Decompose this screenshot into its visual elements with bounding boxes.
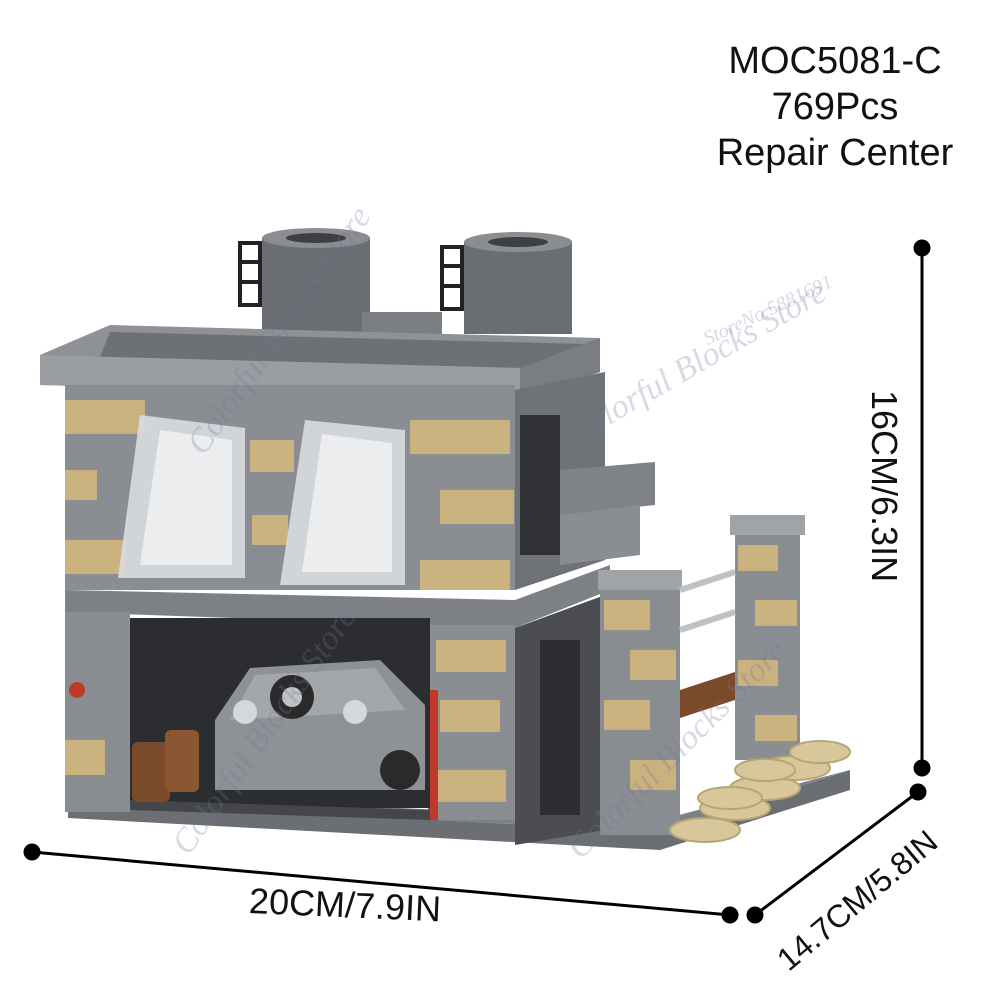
roof-tank-left: [238, 228, 370, 333]
side-ground-room: [515, 595, 605, 845]
vehicle: [215, 660, 425, 790]
height-dimension-label: 16CM/6.3IN: [864, 390, 905, 583]
upper-side-wing: [515, 372, 655, 590]
barrels: [132, 730, 199, 802]
window-left: [118, 415, 245, 578]
crate: [680, 672, 735, 718]
product-name: Repair Center: [716, 132, 954, 174]
sandbags: [669, 740, 851, 843]
fence-pillar-left: [598, 570, 682, 835]
fence-pillar-right: [730, 515, 805, 760]
width-dimension-label: 20CM/7.9IN: [248, 880, 442, 930]
window-right: [280, 420, 405, 585]
product-title-block: MOC5081-C 769Pcs Repair Center: [690, 38, 980, 176]
piece-count: 769Pcs: [771, 86, 899, 128]
chain-fence: [679, 569, 736, 633]
roof-tank-right: [440, 232, 572, 334]
ground-floor-wall: [65, 612, 515, 820]
middle-floor-slab: [65, 565, 610, 628]
dimension-lines: [23, 239, 931, 924]
model-number: MOC5081-C: [728, 40, 942, 82]
